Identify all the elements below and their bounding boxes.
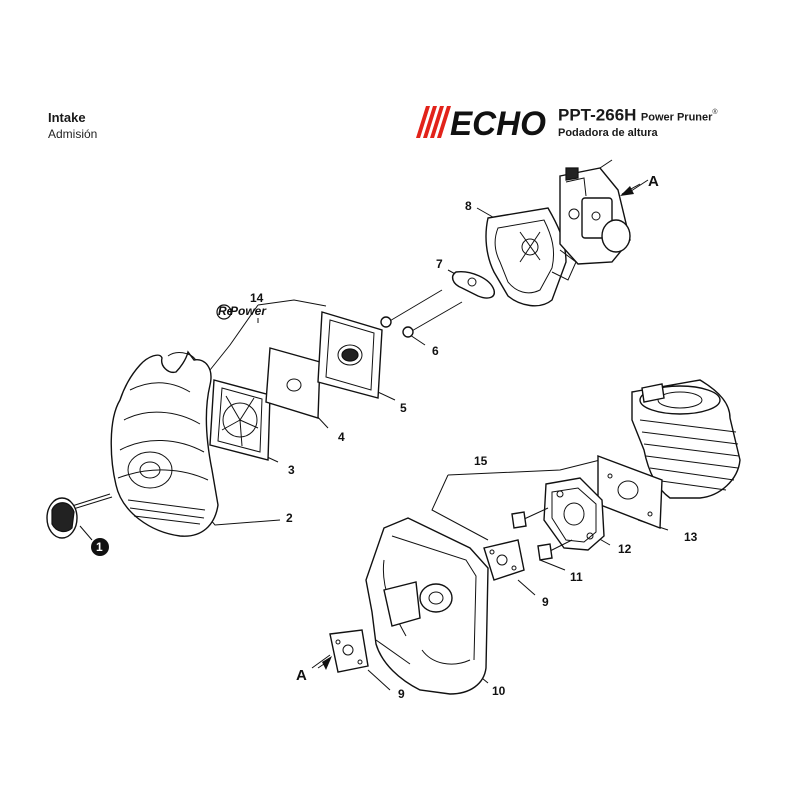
page-title: Intake (48, 110, 86, 125)
callout-14: 14 (250, 291, 264, 305)
callout-8: 8 (465, 199, 472, 213)
echo-logo: ECHO (416, 105, 546, 140)
element-filter (317, 311, 383, 399)
carburetor (559, 159, 631, 265)
intake-insulator (543, 477, 605, 551)
title-block: Intake Admisión (48, 110, 97, 142)
gasket-upper (483, 539, 525, 581)
callout-6: 6 (432, 344, 439, 358)
callout-10: 10 (492, 684, 506, 698)
air-cleaner-cover (110, 350, 219, 537)
repower-badge-circle (216, 304, 232, 320)
reference-arrows (317, 183, 641, 670)
callout-7: 7 (436, 257, 443, 271)
repower-text: Power (230, 304, 267, 318)
gasket-lower (329, 629, 369, 673)
air-cleaner-base (365, 517, 489, 695)
model-block: PPT-266H Power Pruner® Podadora de altur… (558, 104, 718, 140)
product-name: Power Pruner (640, 111, 713, 124)
callout-3: 3 (288, 463, 295, 477)
callout-5: 5 (400, 401, 407, 415)
callout-15: 15 (474, 454, 488, 468)
insulator-screws (511, 507, 573, 561)
page-subtitle: Admisión (48, 127, 98, 141)
insulator-gasket (597, 454, 663, 530)
reference-a-top: A (648, 173, 659, 190)
model-number: PPT-266H (558, 105, 637, 125)
callout-9-lower: 9 (398, 687, 405, 701)
callout-labels: 1 2 3 4 5 6 7 8 9 9 10 11 12 13 14 15 A … (96, 173, 698, 701)
cover-knob (46, 493, 113, 556)
engine-cylinder (631, 379, 741, 499)
choke-plate (451, 271, 495, 299)
brand-wordmark: ECHO (450, 105, 546, 140)
callout-1: 1 (96, 540, 103, 554)
callout-11: 11 (570, 570, 583, 584)
repower-prefix: Re (218, 304, 234, 318)
filter-holder (209, 379, 271, 461)
repower-badge: Re Power (216, 304, 267, 320)
foam-filter (265, 347, 321, 419)
logo-stripes (416, 106, 451, 138)
callout-4: 4 (338, 430, 345, 444)
callout-12: 12 (618, 542, 632, 556)
callout-13: 13 (684, 530, 698, 544)
air-cleaner-case (485, 207, 577, 307)
reference-a-bottom: A (296, 667, 307, 684)
mounting-bolts (380, 289, 463, 338)
callout-2: 2 (286, 511, 293, 525)
callout-9-upper: 9 (542, 595, 549, 609)
registered-mark: ® (712, 109, 718, 116)
product-name-es: Podadora de altura (558, 127, 658, 140)
